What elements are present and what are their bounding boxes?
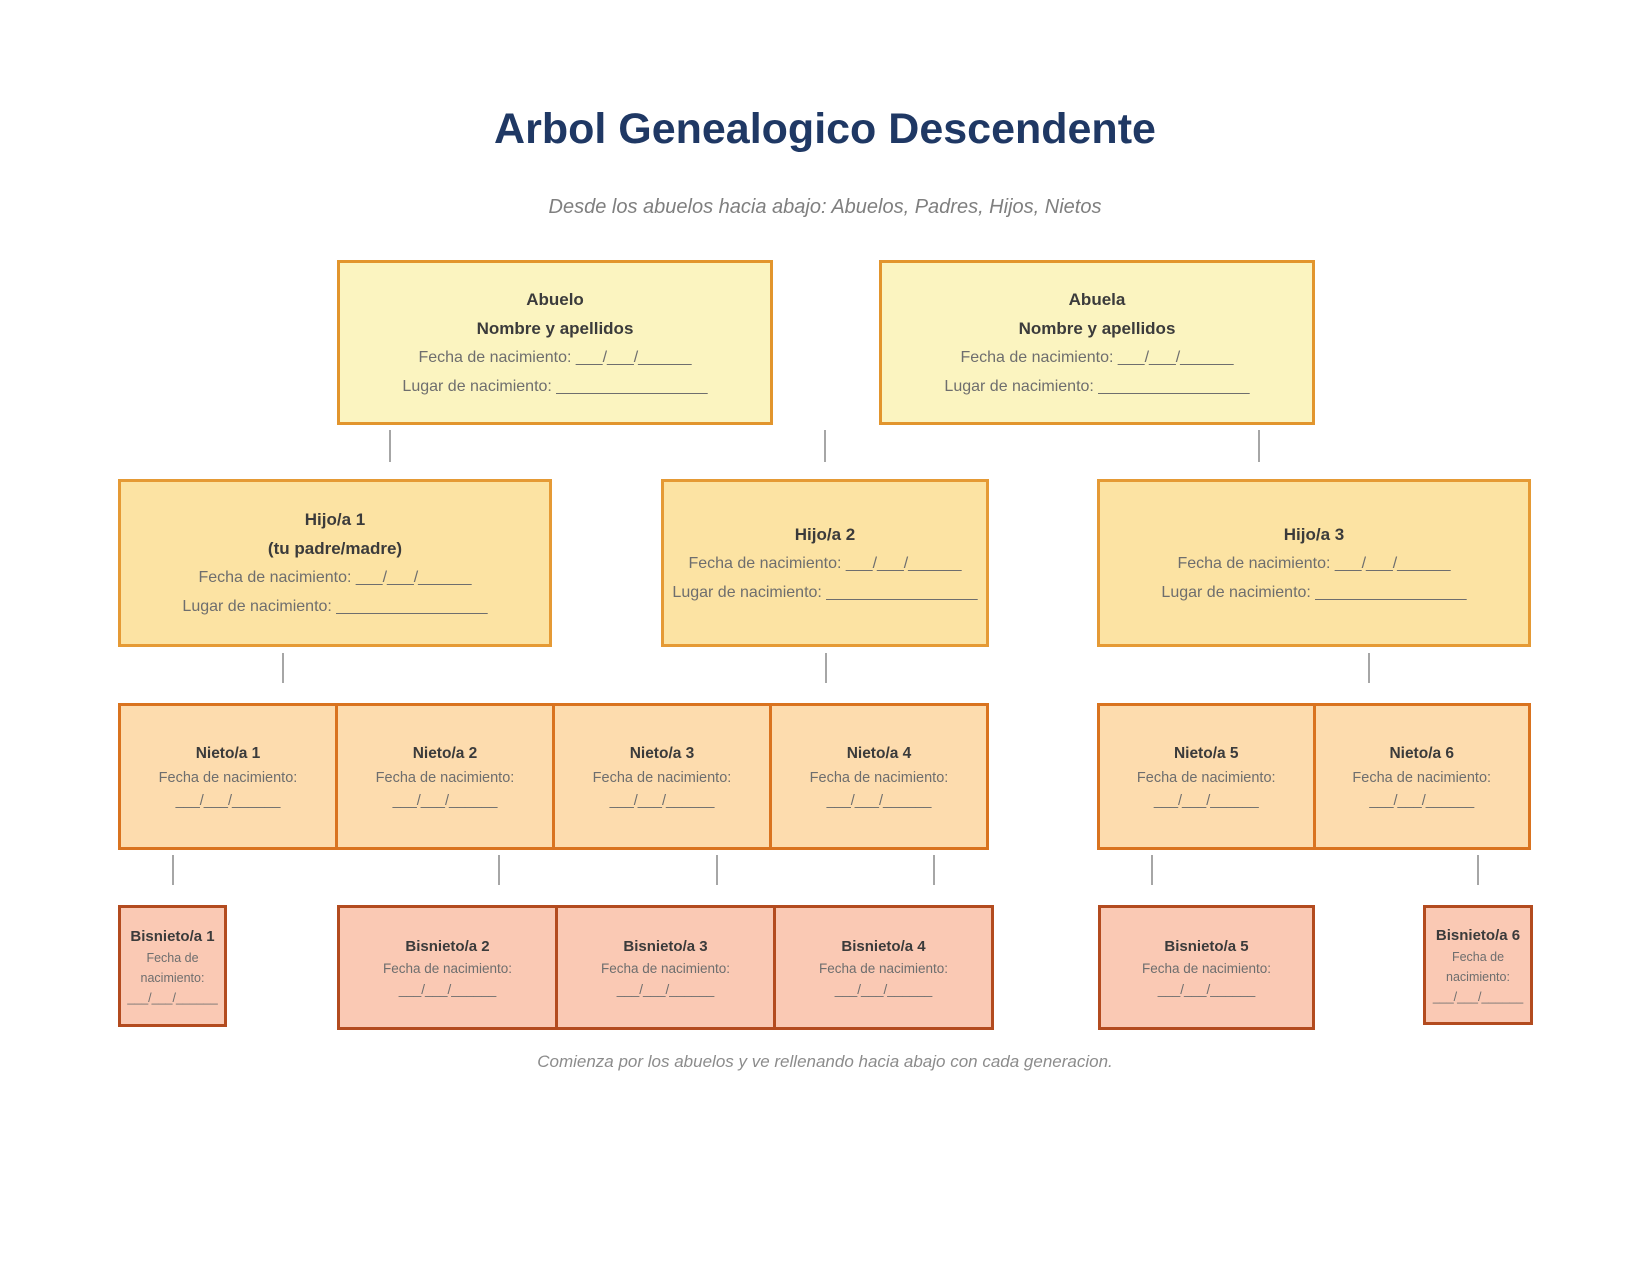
connector-line [1151,855,1153,885]
box-hijo-2-birthplace-line: Lugar de nacimiento: _________________ [672,583,978,601]
box-bisnieto-2-birthdate-blank: ___/___/______ [398,982,497,997]
box-bisnieto-1-birthdate-label-1: Fecha de [146,950,199,965]
box-hijo-3-birthplace-line: Lugar de nacimiento: _________________ [1161,583,1467,601]
nietos-group-1: Nieto/a 1 Fecha de nacimiento: ___/___/_… [118,703,989,850]
box-nieto-3-title: Nieto/a 3 [629,744,695,762]
box-nieto-4: Nieto/a 4 Fecha de nacimiento: ___/___/_… [769,703,989,850]
box-hijo-2-title: Hijo/a 2 [794,524,856,544]
box-nieto-2-birthdate-label: Fecha de nacimiento: [375,769,515,786]
connector-line [172,855,174,885]
box-hijo-3-birthdate-line: Fecha de nacimiento: ___/___/______ [1177,554,1451,572]
box-nieto-6: Nieto/a 6 Fecha de nacimiento: ___/___/_… [1312,703,1531,850]
box-bisnieto-5-birthdate-blank: ___/___/______ [1157,982,1256,997]
box-nieto-3-birthdate-blank: ___/___/______ [609,792,715,809]
box-nieto-2-birthdate-blank: ___/___/______ [392,792,498,809]
box-bisnieto-2: Bisnieto/a 2 Fecha de nacimiento: ___/__… [337,905,558,1030]
box-nieto-5-birthdate-label: Fecha de nacimiento: [1136,769,1276,786]
box-nieto-1-birthdate-label: Fecha de nacimiento: [158,769,298,786]
box-abuela-birthdate-line: Fecha de nacimiento: ___/___/______ [960,348,1234,366]
page-title: Arbol Genealogico Descendente [494,105,1156,153]
box-hijo-1-birthplace-line: Lugar de nacimiento: _________________ [182,598,488,615]
box-bisnieto-4-birthdate-label: Fecha de nacimiento: [818,961,949,976]
box-hijo-1-title: Hijo/a 1 [304,510,366,529]
box-nieto-4-birthdate-blank: ___/___/______ [826,792,932,809]
box-abuelo-title: Abuelo [526,289,584,309]
connector-line [282,653,284,683]
connector-line [498,855,500,885]
box-abuela: Abuela Nombre y apellidos Fecha de nacim… [879,260,1315,425]
connector-line [824,430,826,462]
box-nieto-5-title: Nieto/a 5 [1173,744,1239,762]
box-nieto-5-birthdate-blank: ___/___/______ [1153,792,1259,809]
box-nieto-2-title: Nieto/a 2 [412,744,478,762]
box-bisnieto-1-birthdate-label-2: nacimiento: [140,970,205,985]
box-bisnieto-3-birthdate-label: Fecha de nacimiento: [600,961,731,976]
box-bisnieto-5-title: Bisnieto/a 5 [1164,938,1249,955]
box-hijo-1-subtitle: (tu padre/madre) [267,539,403,558]
connector-line [1477,855,1479,885]
box-nieto-2: Nieto/a 2 Fecha de nacimiento: ___/___/_… [335,703,555,850]
box-hijo-3: Hijo/a 3 Fecha de nacimiento: ___/___/__… [1097,479,1531,647]
box-abuela-title: Abuela [1068,289,1126,309]
box-bisnieto-3: Bisnieto/a 3 Fecha de nacimiento: ___/__… [555,905,776,1030]
connector-line [716,855,718,885]
box-abuelo-name-line: Nombre y apellidos [476,318,634,338]
box-bisnieto-4-title: Bisnieto/a 4 [841,938,926,955]
box-nieto-6-birthdate-blank: ___/___/______ [1369,792,1475,809]
box-bisnieto-3-title: Bisnieto/a 3 [623,938,708,955]
box-bisnieto-1: Bisnieto/a 1 Fecha de nacimiento: ___/__… [118,905,227,1027]
box-bisnieto-6-birthdate-blank: ___/___/______ [1432,989,1524,1004]
box-bisnieto-4: Bisnieto/a 4 Fecha de nacimiento: ___/__… [773,905,994,1030]
box-abuela-name-line: Nombre y apellidos [1018,318,1176,338]
box-abuelo-birthplace-line: Lugar de nacimiento: _________________ [402,377,708,395]
connector-line [1368,653,1370,683]
connector-line [389,430,391,462]
box-abuela-birthplace-line: Lugar de nacimiento: _________________ [944,377,1250,395]
box-nieto-6-birthdate-label: Fecha de nacimiento: [1352,769,1492,786]
bisnietos-group: Bisnieto/a 2 Fecha de nacimiento: ___/__… [337,905,994,1030]
page-subtitle: Desde los abuelos hacia abajo: Abuelos, … [548,196,1102,218]
box-hijo-2: Hijo/a 2 Fecha de nacimiento: ___/___/__… [661,479,989,647]
box-hijo-2-birthdate-line: Fecha de nacimiento: ___/___/______ [688,554,962,572]
box-bisnieto-2-birthdate-label: Fecha de nacimiento: [382,961,513,976]
box-bisnieto-5: Bisnieto/a 5 Fecha de nacimiento: ___/__… [1098,905,1315,1030]
box-bisnieto-4-birthdate-blank: ___/___/______ [834,982,933,997]
box-bisnieto-2-title: Bisnieto/a 2 [405,938,490,955]
box-bisnieto-1-title: Bisnieto/a 1 [130,927,215,945]
box-bisnieto-6-birthdate-label-1: Fecha de [1451,949,1505,964]
box-bisnieto-6-title: Bisnieto/a 6 [1435,926,1521,944]
box-nieto-4-title: Nieto/a 4 [846,744,912,762]
box-bisnieto-6-birthdate-label-2: nacimiento: [1446,969,1510,984]
box-nieto-1-birthdate-blank: ___/___/______ [175,792,281,809]
page-footer: Comienza por los abuelos y ve rellenando… [537,1052,1113,1071]
box-nieto-3-birthdate-label: Fecha de nacimiento: [592,769,732,786]
box-bisnieto-5-birthdate-label: Fecha de nacimiento: [1141,961,1272,976]
box-nieto-5: Nieto/a 5 Fecha de nacimiento: ___/___/_… [1097,703,1316,850]
connector-line [825,653,827,683]
box-nieto-1: Nieto/a 1 Fecha de nacimiento: ___/___/_… [118,703,338,850]
box-hijo-1-birthdate-line: Fecha de nacimiento: ___/___/______ [198,569,472,586]
nietos-group-2: Nieto/a 5 Fecha de nacimiento: ___/___/_… [1097,703,1531,850]
box-bisnieto-1-birthdate-blank: ___/___/______ [127,990,218,1005]
box-nieto-1-title: Nieto/a 1 [195,744,261,762]
box-bisnieto-6: Bisnieto/a 6 Fecha de nacimiento: ___/__… [1423,905,1533,1025]
connector-line [933,855,935,885]
box-nieto-4-birthdate-label: Fecha de nacimiento: [809,769,949,786]
box-abuelo: Abuelo Nombre y apellidos Fecha de nacim… [337,260,773,425]
box-nieto-6-title: Nieto/a 6 [1389,744,1455,762]
box-abuelo-birthdate-line: Fecha de nacimiento: ___/___/______ [418,348,692,366]
box-hijo-3-title: Hijo/a 3 [1283,524,1345,544]
box-nieto-3: Nieto/a 3 Fecha de nacimiento: ___/___/_… [552,703,772,850]
connector-line [1258,430,1260,462]
box-bisnieto-3-birthdate-blank: ___/___/______ [616,982,715,997]
box-hijo-1: Hijo/a 1 (tu padre/madre) Fecha de nacim… [118,479,552,647]
